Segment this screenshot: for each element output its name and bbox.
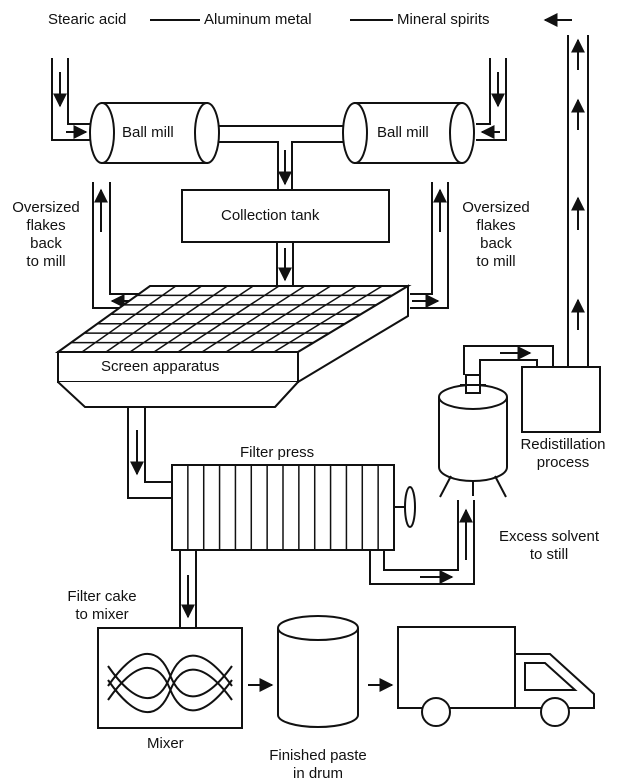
mill-connector-pipe <box>219 125 343 190</box>
label-screen-apparatus: Screen apparatus <box>101 358 220 375</box>
collection-tank <box>181 189 390 243</box>
label-ball-mill-left: Ball mill <box>122 124 174 141</box>
redistill-return-pipe <box>567 35 589 367</box>
filter-cake-line-2: to mixer <box>75 606 129 623</box>
oversized-left-line-4: to mill <box>26 253 66 270</box>
screen-grid <box>71 285 393 353</box>
oversized-right-line-3: back <box>480 235 512 252</box>
label-aluminum-metal: Aluminum metal <box>204 11 312 28</box>
label-redistillation: Redistillation process <box>508 436 618 472</box>
filter-cake-line-1: Filter cake <box>67 588 137 605</box>
redistillation-line-2: process <box>536 454 590 471</box>
redistillation-line-1: Redistillation <box>520 436 606 453</box>
ball-mill-right <box>342 102 475 164</box>
screen-apparatus <box>54 284 412 408</box>
label-filter-press: Filter press <box>240 444 315 461</box>
screen-grid-line <box>273 285 383 353</box>
screen-grid-line <box>201 285 306 353</box>
excess-solvent-line-1: Excess solvent <box>498 528 600 545</box>
right-feed-pipe <box>476 58 507 141</box>
mixer <box>97 627 243 729</box>
right-return-pipe <box>410 182 449 309</box>
redistillation-box <box>521 366 601 433</box>
still-vessel <box>438 374 508 498</box>
filter-press <box>171 464 416 551</box>
label-oversized-right: Oversized flakes back to mill <box>455 199 537 271</box>
screen-grid-line <box>81 285 177 353</box>
oversized-right-line-4: to mill <box>476 253 516 270</box>
label-mixer: Mixer <box>147 735 184 752</box>
oversized-right-line-1: Oversized <box>462 199 530 216</box>
label-collection-tank: Collection tank <box>221 207 320 224</box>
label-finished-paste: Finished paste in drum <box>254 747 382 783</box>
oversized-right-line-2: flakes <box>476 217 516 234</box>
screen-grid-line <box>177 285 280 353</box>
excess-solvent-line-2: to still <box>529 546 569 563</box>
screen-grid-line <box>129 285 228 353</box>
label-stearic-acid: Stearic acid <box>48 11 127 28</box>
label-excess-solvent: Excess solvent to still <box>490 528 608 564</box>
tank-outlet-pipe <box>276 242 294 286</box>
paste-drum <box>277 615 359 728</box>
press-outlet-pipe <box>179 550 197 628</box>
label-mineral-spirits: Mineral spirits <box>397 11 490 28</box>
solvent-pipe <box>369 500 475 585</box>
oversized-left-line-2: flakes <box>26 217 66 234</box>
screen-outlet-pipe <box>127 407 172 499</box>
label-filter-cake: Filter cake to mixer <box>52 588 152 624</box>
ball-mill-left <box>89 102 220 164</box>
screen-grid-line <box>225 285 332 353</box>
label-oversized-left: Oversized flakes back to mill <box>6 199 86 271</box>
screen-grid-line <box>153 285 254 353</box>
oversized-left-line-1: Oversized <box>12 199 80 216</box>
screen-grid-line <box>105 285 203 353</box>
screen-grid-line <box>249 285 357 353</box>
left-feed-pipe <box>51 58 90 141</box>
oversized-left-line-3: back <box>30 235 62 252</box>
truck <box>397 626 595 727</box>
finished-paste-line-2: in drum <box>292 765 344 782</box>
finished-paste-line-1: Finished paste <box>269 747 367 764</box>
still-to-redistill-pipe <box>463 345 554 375</box>
label-ball-mill-right: Ball mill <box>377 124 429 141</box>
